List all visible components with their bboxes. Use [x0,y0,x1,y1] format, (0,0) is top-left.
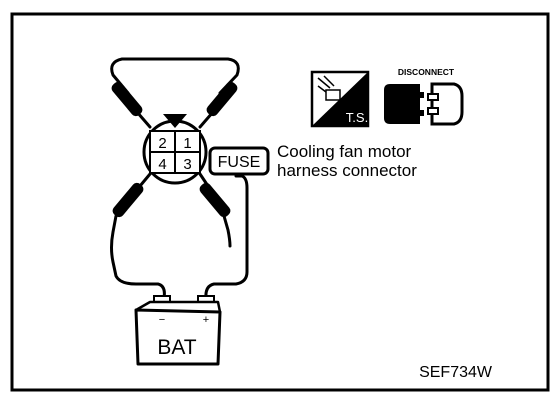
probe-4-wire [110,172,166,300]
pin-cell-3 [174,151,201,174]
probe-1-body [206,81,238,117]
ts-icon-label: T.S. [346,110,368,125]
disconnect-icon: DISCONNECT [384,67,464,126]
disconnect-socket-right [430,82,464,126]
disconnect-slot-bottom [427,107,439,115]
connector-caption-line2: harness connector [277,161,417,180]
probe-3-wire [222,214,232,248]
ts-icon-box [325,89,341,101]
connector-caption-line1: Cooling fan motor [277,142,412,161]
disconnect-label: DISCONNECT [398,67,455,77]
wiring [110,57,249,300]
pin-label-2: 2 [158,135,166,152]
fuse: FUSE [208,146,270,176]
harness-connector: 2 1 4 3 [142,114,208,185]
pin-label-4: 4 [158,156,166,173]
pin-label-1: 1 [183,135,191,152]
fuse-label: FUSE [218,154,261,171]
fuse-wire [204,174,249,300]
ts-icon-sparks [317,75,335,93]
test-probes [111,81,238,218]
disconnect-pin-bottom [412,110,424,116]
figure-code: SEF734W [419,364,493,381]
minus-sign: − [159,314,165,326]
disconnect-slot-top [427,93,439,101]
ts-icon: T.S. [310,70,370,128]
probe-3-body [199,182,231,218]
diagram-border [10,12,550,392]
battery-label: BAT [157,336,196,359]
fuse-box [208,146,270,176]
top-wire-loop [110,57,240,95]
plus-sign: + [203,314,209,326]
connector-key-tab [163,114,187,128]
battery: − + BAT [134,295,222,366]
probe-2-body [111,81,143,117]
pin-label-3: 3 [183,156,191,173]
probe-4-body [112,182,144,218]
disconnect-plug-left [384,84,420,124]
disconnect-pin-top [412,92,424,98]
battery-case [134,308,222,366]
